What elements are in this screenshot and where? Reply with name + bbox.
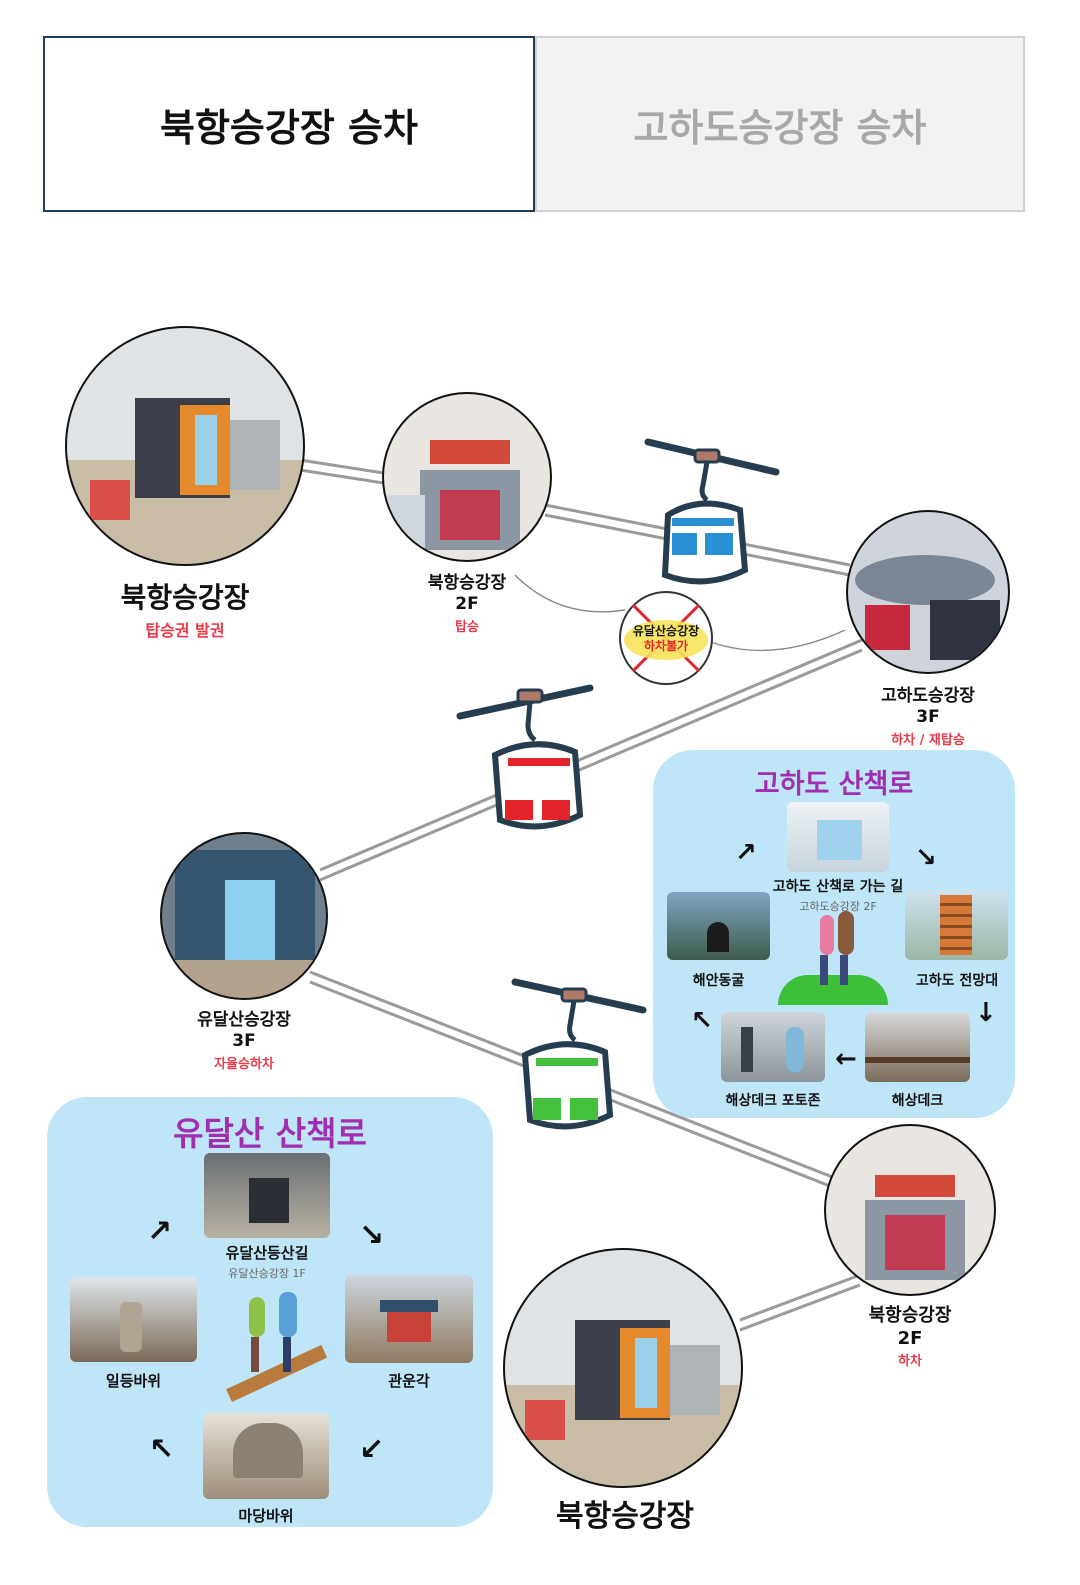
yudalsan-trail-title: 유달산 산책로 bbox=[173, 1114, 367, 1153]
gohado-trail-title: 고하도 산책로 bbox=[754, 769, 914, 800]
ildeung-rock-photo bbox=[70, 1277, 197, 1362]
yudalsan-path-caption: 유달산등산길 유달산승강장 1F bbox=[187, 1242, 347, 1281]
arrow-down-left-icon: ↙ bbox=[359, 1432, 385, 1467]
gohado-trail-panel: 고하도 산책로 고하도 산책로 가는 길 고하도승강장 2F 해안동굴 고하도 … bbox=[653, 750, 1015, 1118]
station-label-gohado-3f: 고하도승강장 3F 하차 / 재탑승 bbox=[858, 686, 998, 749]
tower-caption: 고하도 전망대 bbox=[915, 973, 999, 989]
tower-photo bbox=[905, 890, 1008, 960]
madang-rock-photo bbox=[203, 1413, 329, 1499]
cable-car-blue bbox=[644, 438, 780, 585]
station-label-bukhang-end: 북항승강장 bbox=[530, 1498, 720, 1536]
gohado-path-label: 고하도 산책로 가는 길 bbox=[772, 879, 904, 895]
station-note: 하차 / 재탑승 bbox=[891, 732, 965, 748]
station-label-bukhang-start: 북항승강장 탑승권 발권 bbox=[95, 580, 275, 641]
photozone-photo bbox=[721, 1012, 825, 1082]
yudalsan-path-sub: 유달산승강장 1F bbox=[228, 1267, 306, 1280]
arrow-up-right-icon: ↗ bbox=[147, 1214, 173, 1249]
cave-caption: 해안동굴 bbox=[692, 973, 745, 989]
cable-car-green bbox=[511, 978, 647, 1130]
station-photo-bukhang-end bbox=[503, 1248, 743, 1488]
station-floor: 3F bbox=[232, 1031, 256, 1052]
station-photo-gohado-3f bbox=[846, 510, 1010, 674]
station-note: 탑승권 발권 bbox=[145, 621, 225, 640]
station-label-yudalsan-3f: 유달산승강장 3F 자율승하차 bbox=[174, 1010, 314, 1073]
gohado-path-photo bbox=[787, 802, 889, 872]
station-photo-yudalsan-3f bbox=[160, 832, 328, 1000]
tab-gohado-boarding[interactable]: 고하도승강장 승차 bbox=[535, 36, 1025, 212]
no-stop-line2: 하차불가 bbox=[643, 639, 689, 653]
station-name: 북항승강장 bbox=[556, 1499, 694, 1534]
photozone-caption: 해상데크 포토존 bbox=[725, 1093, 821, 1109]
no-stop-line1: 유달산승강장 bbox=[632, 624, 700, 638]
no-stop-badge bbox=[619, 591, 713, 685]
arrow-down-right-icon: ↘ bbox=[359, 1218, 385, 1253]
station-name: 북항승강장 bbox=[120, 581, 250, 614]
arrow-left-icon: ← bbox=[835, 1044, 857, 1074]
station-label-bukhang-2f: 북항승강장 2F 탑승 bbox=[397, 573, 537, 636]
walkers-illustration bbox=[778, 905, 888, 1005]
hikers-illustration bbox=[226, 1287, 337, 1412]
station-note: 탑승 bbox=[455, 619, 479, 635]
cave-photo bbox=[667, 892, 770, 960]
yudalsan-trail-panel: 유달산 산책로 유달산등산길 유달산승강장 1F 일등바위 관운각 마당바위 ↗… bbox=[47, 1097, 493, 1527]
deck-caption: 해상데크 bbox=[891, 1093, 944, 1109]
station-name: 고하도승강장 bbox=[881, 686, 975, 706]
madang-rock-caption: 마당바위 bbox=[238, 1507, 294, 1525]
station-name: 유달산승강장 bbox=[197, 1010, 291, 1030]
cable-car-red bbox=[456, 684, 594, 830]
pavilion-photo bbox=[345, 1275, 473, 1363]
station-photo-bukhang-2f-exit bbox=[824, 1124, 996, 1296]
arrow-down-icon: ↓ bbox=[975, 998, 997, 1028]
arrow-up-left-icon: ↖ bbox=[691, 1006, 713, 1036]
ildeung-rock-caption: 일등바위 bbox=[105, 1372, 162, 1390]
station-name: 북항승강장 bbox=[868, 1305, 952, 1326]
yudalsan-path-photo bbox=[204, 1153, 330, 1238]
arrow-up-right-icon: ↗ bbox=[735, 838, 757, 868]
yudalsan-path-label: 유달산등산길 bbox=[225, 1244, 309, 1262]
station-floor: 3F bbox=[916, 707, 940, 728]
arrow-down-right-icon: ↘ bbox=[915, 843, 937, 873]
station-label-bukhang-2f-exit: 북항승강장 2F 하차 bbox=[840, 1305, 980, 1370]
tab-bukhang-boarding[interactable]: 북항승강장 승차 bbox=[43, 36, 535, 212]
station-floor: 2F bbox=[897, 1327, 923, 1349]
arrow-up-left-icon: ↖ bbox=[149, 1432, 175, 1467]
gohado-path-sub: 고하도승강장 2F bbox=[799, 900, 877, 913]
station-floor: 2F bbox=[455, 594, 479, 615]
station-note: 자율승하차 bbox=[214, 1056, 274, 1072]
deck-photo bbox=[865, 1012, 970, 1082]
gohado-path-caption: 고하도 산책로 가는 길 고하도승강장 2F bbox=[763, 876, 913, 914]
station-photo-bukhang-2f bbox=[382, 392, 552, 562]
no-stop-label: 유달산승강장 하차불가 bbox=[620, 624, 712, 654]
pavilion-caption: 관운각 bbox=[388, 1372, 430, 1390]
station-photo-bukhang-start bbox=[65, 326, 305, 566]
station-name: 북항승강장 bbox=[427, 573, 507, 593]
station-note: 하차 bbox=[898, 1354, 922, 1369]
